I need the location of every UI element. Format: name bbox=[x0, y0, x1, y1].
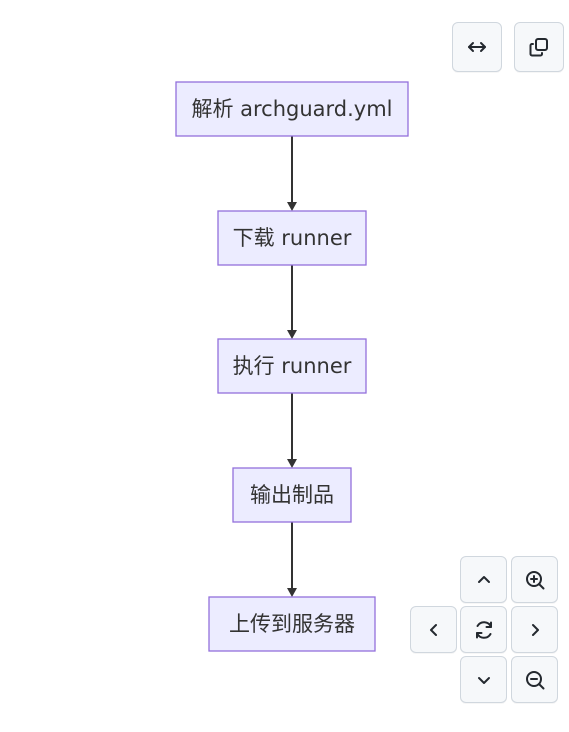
pan-right-button[interactable] bbox=[511, 606, 558, 653]
edge-n2-n3 bbox=[287, 265, 297, 339]
edge-n1-n2 bbox=[287, 136, 297, 211]
node-label: 解析 archguard.yml bbox=[191, 97, 392, 121]
pan-up-button[interactable] bbox=[460, 556, 507, 603]
node-label: 上传到服务器 bbox=[229, 612, 355, 636]
node-execute-runner: 执行 runner bbox=[217, 338, 367, 394]
reset-view-button[interactable] bbox=[460, 606, 507, 653]
expand-width-button[interactable] bbox=[452, 22, 502, 72]
expand-width-icon bbox=[468, 42, 486, 52]
copy-icon bbox=[529, 38, 548, 57]
zoom-out-button[interactable] bbox=[511, 656, 558, 703]
zoom-in-button[interactable] bbox=[511, 556, 558, 603]
zoom-in-icon bbox=[525, 570, 544, 589]
chevron-down-icon bbox=[477, 676, 490, 684]
copy-button[interactable] bbox=[514, 22, 564, 72]
node-output-artifacts: 输出制品 bbox=[232, 467, 352, 523]
node-download-runner: 下载 runner bbox=[217, 210, 367, 266]
edge-n4-n5 bbox=[287, 522, 297, 597]
chevron-up-icon bbox=[477, 575, 490, 583]
edge-n3-n4 bbox=[287, 393, 297, 468]
pan-left-button[interactable] bbox=[410, 606, 457, 653]
node-upload-to-server: 上传到服务器 bbox=[208, 596, 376, 652]
reset-icon bbox=[475, 620, 492, 639]
node-parse-archguard-yml: 解析 archguard.yml bbox=[175, 81, 409, 137]
node-label: 执行 runner bbox=[233, 354, 352, 378]
zoom-out-icon bbox=[525, 670, 544, 689]
node-label: 输出制品 bbox=[250, 483, 334, 507]
pan-down-button[interactable] bbox=[460, 656, 507, 703]
chevron-left-icon bbox=[429, 623, 437, 636]
node-label: 下载 runner bbox=[233, 226, 352, 250]
chevron-right-icon bbox=[531, 623, 539, 636]
